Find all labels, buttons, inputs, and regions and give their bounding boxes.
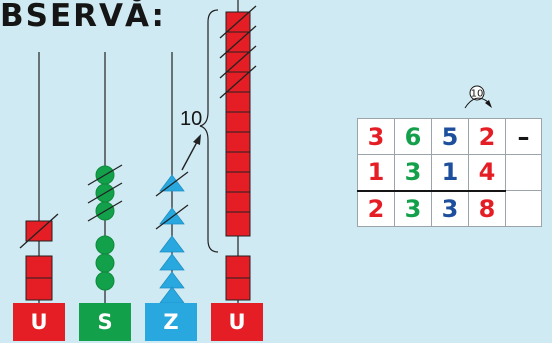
digit-cell: 8 <box>468 190 506 227</box>
units-beads <box>25 220 53 301</box>
hundreds-beads <box>159 174 185 304</box>
digit-cell: 4 <box>468 154 506 192</box>
table-row: 2 3 3 8 <box>357 190 542 227</box>
bead <box>25 277 53 301</box>
bead <box>159 271 185 289</box>
digit-cell: 1 <box>357 154 395 192</box>
subtraction-table: 3 6 5 2 – 1 3 1 4 2 3 3 8 <box>357 118 542 227</box>
transfer-arrow <box>181 141 198 171</box>
operator-cell: – <box>505 118 542 155</box>
column-label-units: U <box>13 303 65 341</box>
carry-indicator: 10 <box>464 85 492 109</box>
curly-bracket <box>199 9 219 253</box>
digit-cell: 3 <box>394 154 432 192</box>
column-label-tens: S <box>79 303 131 341</box>
digit-cell: 2 <box>357 190 395 227</box>
bead <box>95 235 115 255</box>
table-row: 1 3 1 4 <box>357 154 542 192</box>
digit-cell: 6 <box>394 118 432 155</box>
column-label-hundreds: Z <box>145 303 197 341</box>
digit-cell: 3 <box>357 118 395 155</box>
bead <box>159 286 185 304</box>
bead <box>95 271 115 291</box>
page-title: BSERVĂ: <box>0 0 166 34</box>
digit-cell: 3 <box>394 190 432 227</box>
operator-cell <box>505 154 542 191</box>
digit-cell: 5 <box>431 118 469 155</box>
carry-circle <box>469 85 485 101</box>
group-of-ten-label: 10 <box>180 108 203 130</box>
bead <box>25 255 53 279</box>
bead-crossed <box>159 207 185 225</box>
bead <box>159 253 185 271</box>
digit-cell: 1 <box>431 154 469 192</box>
bead-crossed <box>159 174 185 192</box>
digit-cell: 2 <box>468 118 506 155</box>
table-row: 3 6 5 2 – <box>357 118 542 155</box>
carry-arrow <box>464 97 489 109</box>
bead <box>159 235 185 253</box>
carry-value: 10 <box>471 89 484 100</box>
digit-cell: 3 <box>431 190 469 227</box>
operator-cell <box>505 190 542 227</box>
bead <box>95 253 115 273</box>
column-label-thousands: U <box>211 303 263 341</box>
